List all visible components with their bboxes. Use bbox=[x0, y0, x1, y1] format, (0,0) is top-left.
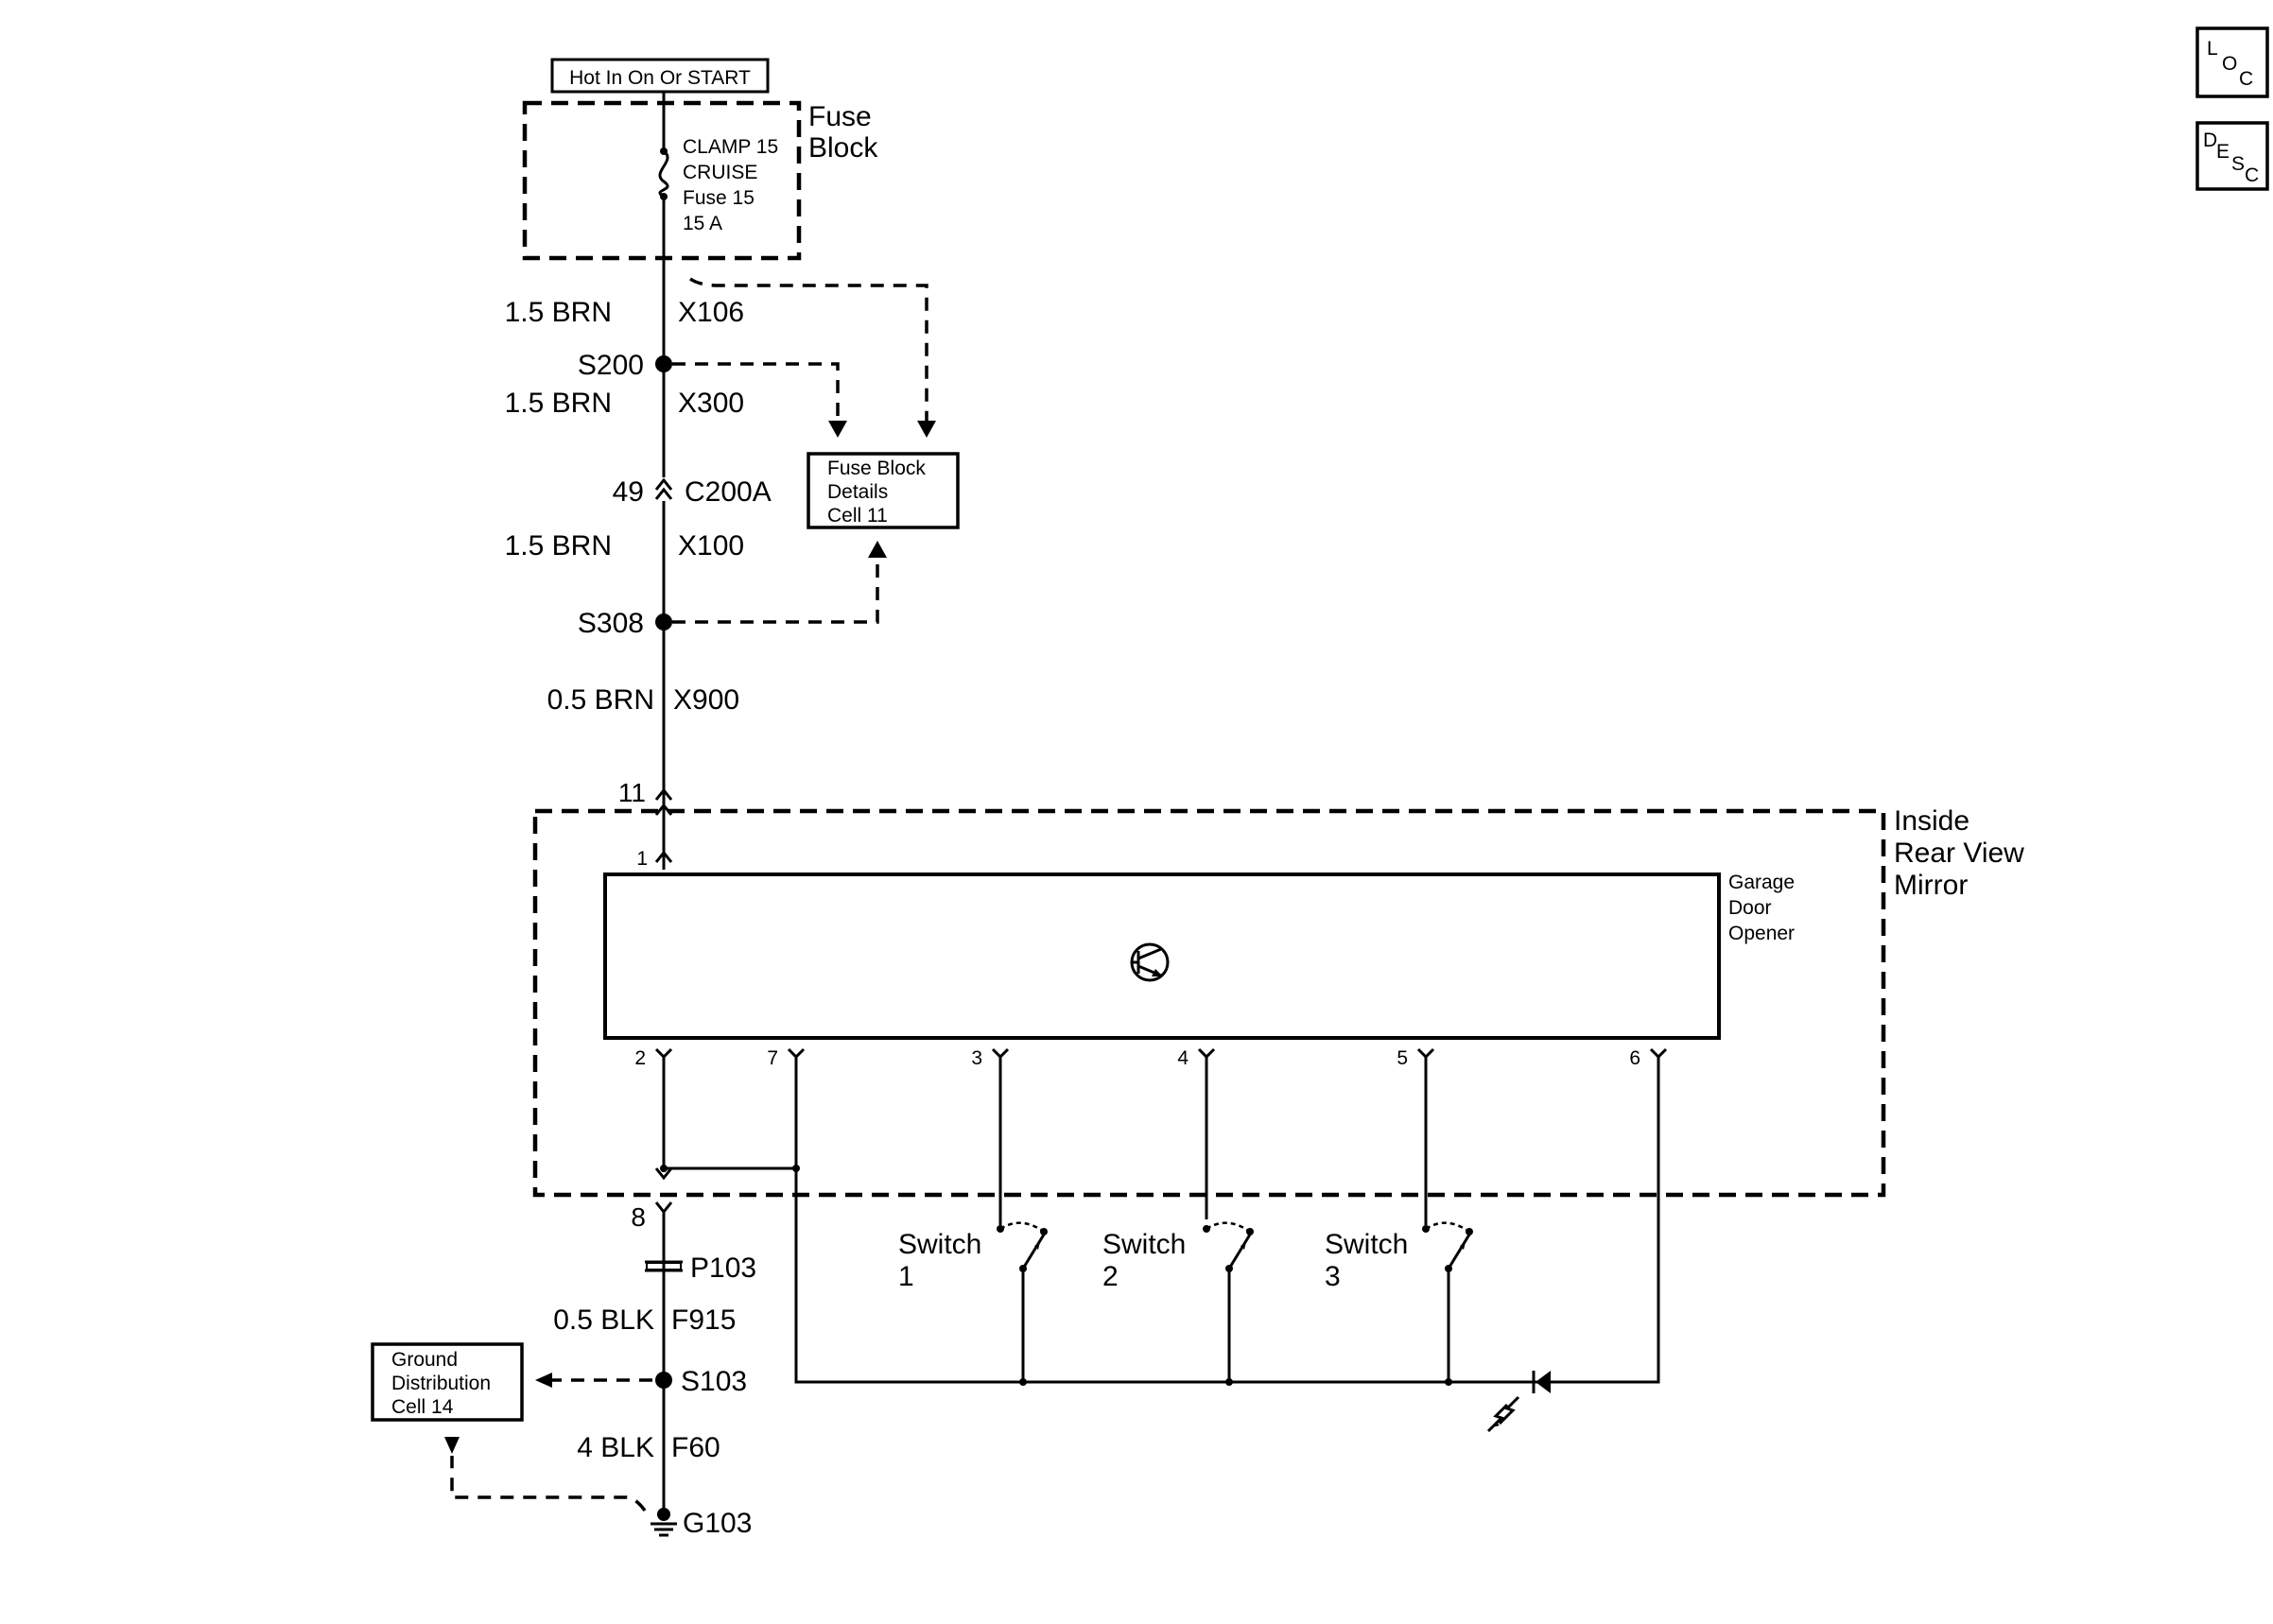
fbd-line-3: Cell 11 bbox=[827, 505, 888, 527]
fuse-ref-leader-1 bbox=[688, 277, 928, 421]
pin-3: 3 bbox=[971, 1047, 982, 1069]
g103-label: G103 bbox=[683, 1508, 752, 1539]
garage-door-opener-module bbox=[603, 872, 1721, 1040]
loc-button[interactable]: L O C bbox=[2195, 26, 2269, 98]
gdo-label-2: Door bbox=[1728, 897, 1772, 919]
ground-icon: G103 bbox=[651, 1508, 752, 1539]
fuse-block-details-link[interactable]: Fuse Block Details Cell 11 bbox=[807, 452, 960, 529]
gdo-label-3: Opener bbox=[1728, 923, 1795, 944]
gd-line-2: Distribution bbox=[391, 1373, 491, 1394]
switch-1: Switch 1 bbox=[898, 1221, 1048, 1292]
switch-wiring bbox=[794, 1057, 1660, 1384]
inside-rear-view-mirror: Inside Rear View Mirror 11 1 Garage Door… bbox=[532, 778, 2024, 1198]
f915-wire: 0.5 BLK bbox=[553, 1304, 654, 1336]
f60-id: F60 bbox=[671, 1432, 720, 1463]
module-pins bbox=[654, 1047, 1668, 1172]
led-icon bbox=[1486, 1371, 1551, 1433]
p103-connector: P103 bbox=[645, 1253, 756, 1284]
power-source-box: Hot In On Or START bbox=[550, 58, 770, 94]
desc-c: C bbox=[2245, 164, 2259, 186]
s308-label: S308 bbox=[578, 608, 644, 639]
fuse-block: Fuse Block CLAMP 15 CRUISE Fuse 15 15 A bbox=[522, 92, 878, 261]
power-source-label: Hot In On Or START bbox=[569, 67, 751, 89]
gd-line-1: Ground bbox=[391, 1349, 458, 1371]
fbd-line-2: Details bbox=[827, 481, 888, 503]
pin-5: 5 bbox=[1397, 1047, 1408, 1069]
pin-6: 6 bbox=[1629, 1047, 1640, 1069]
x300-id: X300 bbox=[678, 388, 744, 419]
desc-s: S bbox=[2231, 153, 2245, 175]
x106-id: X106 bbox=[678, 297, 744, 328]
fuse-block-label-2: Block bbox=[808, 132, 878, 164]
pin-4: 4 bbox=[1177, 1047, 1189, 1069]
mirror-label-2: Rear View bbox=[1894, 838, 2024, 869]
switch-1-label: Switch bbox=[898, 1229, 981, 1260]
switch-3-num: 3 bbox=[1325, 1261, 1341, 1292]
mirror-label-1: Inside bbox=[1894, 805, 1969, 837]
s103-splice bbox=[655, 1372, 672, 1389]
pin-7: 7 bbox=[767, 1047, 778, 1069]
transistor-icon bbox=[1130, 942, 1170, 982]
loc-l: L bbox=[2207, 38, 2218, 60]
c200a-name: C200A bbox=[685, 476, 772, 508]
g103-ref-leader bbox=[450, 1456, 647, 1512]
fbd-line-1: Fuse Block bbox=[827, 458, 926, 479]
c200a-connector: 49 C200A bbox=[613, 476, 772, 508]
x106-wire: 1.5 BRN bbox=[505, 297, 612, 328]
desc-button[interactable]: D E S C bbox=[2195, 121, 2269, 191]
fuse-line-4: 15 A bbox=[683, 213, 722, 234]
switch-2-num: 2 bbox=[1102, 1261, 1119, 1292]
switch-2: Switch 2 bbox=[1102, 1221, 1254, 1292]
s308-splice bbox=[655, 613, 672, 631]
f915-id: F915 bbox=[671, 1304, 736, 1336]
x900-wire: 0.5 BRN bbox=[547, 684, 654, 716]
switch-3: Switch 3 bbox=[1325, 1221, 1473, 1292]
x100-id: X100 bbox=[678, 530, 744, 561]
switch-1-num: 1 bbox=[898, 1261, 914, 1292]
f60-wire: 4 BLK bbox=[577, 1432, 654, 1463]
inline-pin-8: 8 bbox=[631, 1202, 646, 1232]
fuse-block-label-1: Fuse bbox=[808, 101, 872, 132]
p103-label: P103 bbox=[690, 1253, 756, 1284]
ground-distribution-link[interactable]: Ground Distribution Cell 14 bbox=[371, 1342, 524, 1422]
s308-ref-leader bbox=[672, 558, 879, 624]
x900-id: X900 bbox=[673, 684, 739, 716]
pin-1: 1 bbox=[636, 848, 648, 870]
gd-line-3: Cell 14 bbox=[391, 1396, 454, 1418]
loc-c: C bbox=[2239, 68, 2253, 90]
s200-ref-leader bbox=[672, 362, 840, 421]
s200-label: S200 bbox=[578, 350, 644, 381]
desc-e: E bbox=[2216, 141, 2230, 163]
fuse-symbol bbox=[658, 92, 669, 199]
fuse-line-2: CRUISE bbox=[683, 162, 757, 183]
mirror-label-3: Mirror bbox=[1894, 870, 1968, 901]
fuse-line-1: CLAMP 15 bbox=[683, 136, 778, 158]
s103-label: S103 bbox=[681, 1366, 747, 1397]
fuse-line-3: Fuse 15 bbox=[683, 187, 755, 209]
x300-wire: 1.5 BRN bbox=[505, 388, 612, 419]
inline-pin-11: 11 bbox=[618, 778, 646, 807]
switch-3-label: Switch bbox=[1325, 1229, 1408, 1260]
pin-2: 2 bbox=[634, 1047, 646, 1069]
loc-o: O bbox=[2222, 53, 2237, 75]
s200-splice bbox=[655, 355, 672, 372]
gdo-label-1: Garage bbox=[1728, 872, 1795, 893]
switch-2-label: Switch bbox=[1102, 1229, 1186, 1260]
c200a-pin: 49 bbox=[613, 476, 644, 508]
x100-wire: 1.5 BRN bbox=[505, 530, 612, 561]
desc-d: D bbox=[2203, 130, 2217, 151]
